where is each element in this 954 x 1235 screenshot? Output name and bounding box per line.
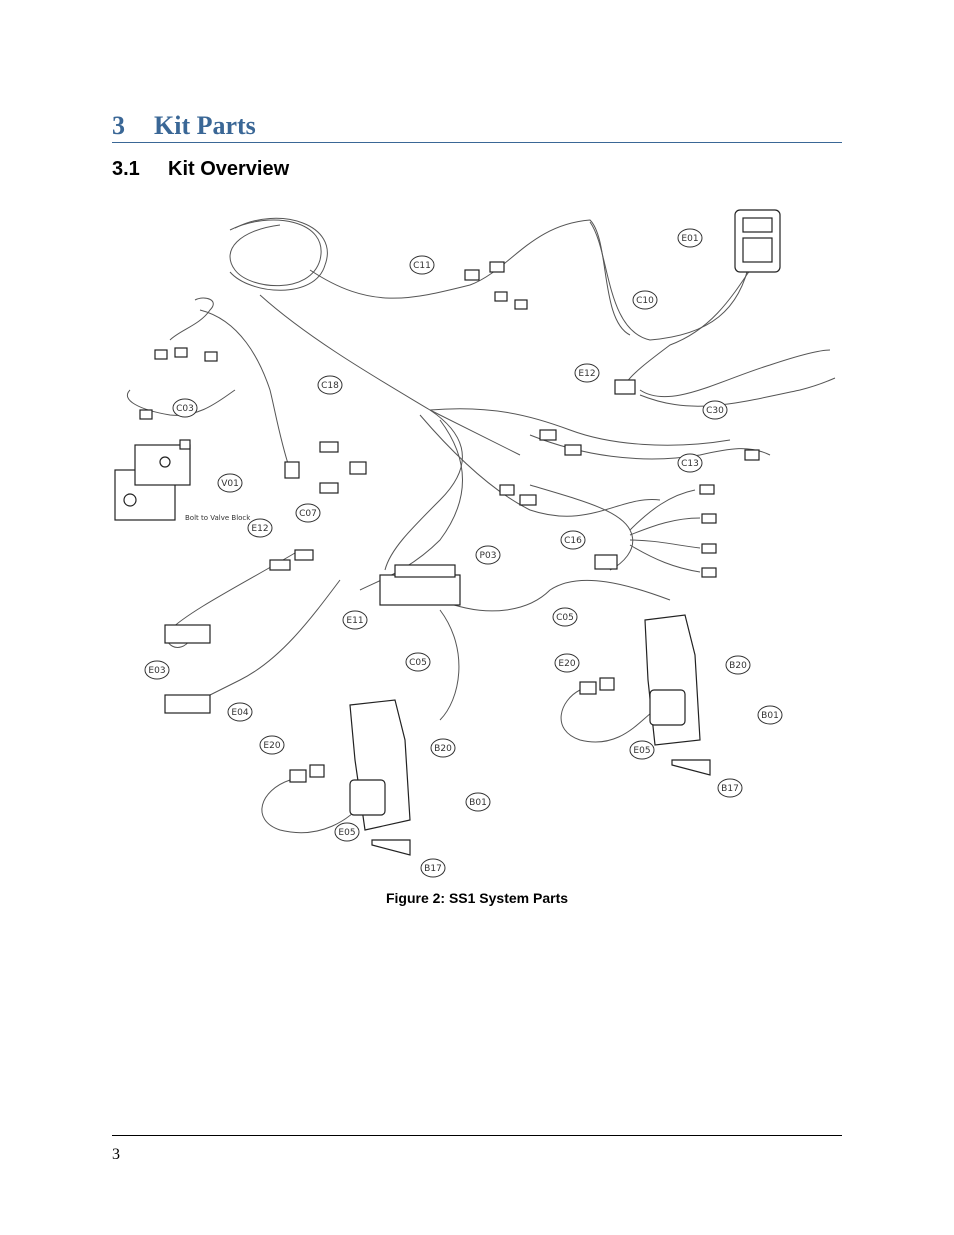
callout-label: E20 (558, 659, 575, 669)
valve-note: Bolt to Valve Block (185, 514, 251, 522)
callout-label: C13 (681, 459, 699, 469)
section-title: Kit Parts (154, 111, 256, 140)
callout-label: C05 (556, 613, 574, 623)
callout-label: B17 (721, 784, 739, 794)
callout-label: B20 (434, 744, 452, 754)
footer-divider (112, 1135, 842, 1136)
callout-label: C05 (409, 658, 427, 668)
callout-label: B17 (424, 864, 442, 874)
callout-label: C10 (636, 296, 654, 306)
callout-label: B20 (729, 661, 747, 671)
callout-label: E11 (346, 616, 363, 626)
page-number: 3 (112, 1146, 120, 1163)
figure-caption: Figure 2: SS1 System Parts (385, 890, 569, 906)
callout-label: C18 (321, 381, 339, 391)
callout-label: E03 (148, 666, 165, 676)
callout-label: E12 (251, 524, 268, 534)
callout-label: E20 (263, 741, 280, 751)
callout-label: C30 (706, 406, 724, 416)
callout-label: V01 (221, 479, 239, 489)
subsection-number: 3.1 (112, 158, 140, 180)
section-number: 3 (112, 111, 125, 140)
callout-label: E05 (338, 828, 355, 838)
section-heading: 3 Kit Parts (112, 110, 842, 143)
subsection-title: Kit Overview (168, 158, 290, 180)
callout-label: B01 (469, 798, 487, 808)
callout-label: C07 (299, 509, 317, 519)
callout-label: C03 (176, 404, 194, 414)
system-parts-diagram: C11 C10 E01 E12 C30 C18 C03 C13 V01 C16 … (114, 209, 836, 878)
callout-label: E04 (231, 708, 248, 718)
callout-label: E05 (633, 746, 650, 756)
callout-label: E01 (681, 234, 698, 244)
callout-label: E12 (578, 369, 595, 379)
callout-label: P03 (480, 551, 497, 561)
callout-label: C11 (413, 261, 431, 271)
callout-label: B01 (761, 711, 779, 721)
callout-label: C16 (564, 536, 582, 546)
